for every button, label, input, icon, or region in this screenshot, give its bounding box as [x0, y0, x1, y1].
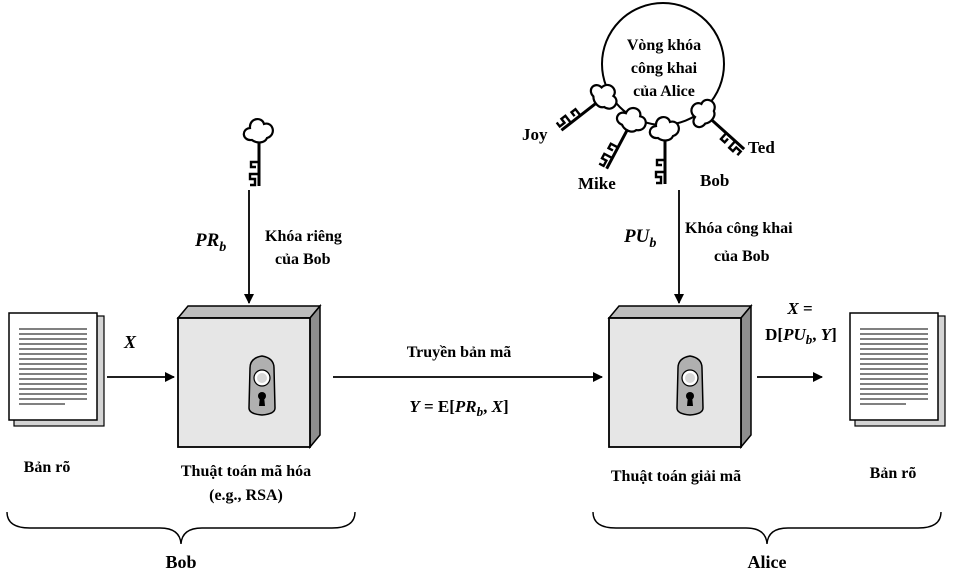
plaintext-document-icon-right — [849, 312, 946, 427]
decryption-algorithm-box — [607, 303, 753, 450]
public-key-label-line2: của Bob — [714, 248, 770, 265]
key-ted-label: Ted — [748, 138, 775, 157]
public-keyring: Vòng khóa công khai của Alice — [550, 2, 755, 186]
input-x-label: X — [123, 332, 137, 352]
private-key-symbol: PRb — [194, 230, 226, 255]
alice-brace-label: Alice — [748, 552, 787, 572]
public-key-label-line1: Khóa công khai — [685, 220, 793, 237]
output-formula-line1: X = — [786, 299, 812, 318]
bob-brace — [6, 511, 356, 545]
public-key-symbol: PUb — [623, 226, 656, 251]
keyring-label-line2: công khai — [631, 60, 698, 77]
transmission-label: Truyền bản mã — [407, 344, 512, 361]
decrypt-label: Thuật toán giải mã — [611, 468, 741, 485]
encryption-algorithm-box — [176, 303, 322, 450]
encrypt-label-line1: Thuật toán mã hóa — [181, 463, 311, 480]
key-joy-icon — [550, 75, 625, 143]
private-key-label-line2: của Bob — [275, 251, 331, 268]
lock-icon-encrypt — [248, 355, 276, 416]
key-bob-label: Bob — [700, 171, 729, 190]
alice-brace — [592, 511, 942, 545]
key-mike-label: Mike — [578, 174, 616, 193]
plaintext-label-left: Bản rõ — [24, 459, 71, 476]
bob-brace-label: Bob — [165, 552, 196, 572]
output-formula-line2: D[PUb, Y] — [765, 325, 837, 347]
keyring-label-line3: của Alice — [633, 83, 695, 100]
plaintext-label-right: Bản rõ — [870, 465, 917, 482]
encrypt-label-line2: (e.g., RSA) — [209, 487, 283, 504]
private-key-label-line1: Khóa riêng — [265, 228, 342, 245]
keyring-label-line1: Vòng khóa — [627, 37, 701, 54]
key-joy-label: Joy — [522, 125, 548, 144]
plaintext-document-icon-left — [8, 312, 105, 427]
key-bob-icon — [648, 115, 681, 186]
ciphertext-formula: Y = E[PRb, X] — [409, 397, 508, 419]
key-ted-icon — [682, 92, 755, 162]
private-key-icon — [242, 117, 275, 188]
lock-icon-decrypt — [676, 355, 704, 416]
